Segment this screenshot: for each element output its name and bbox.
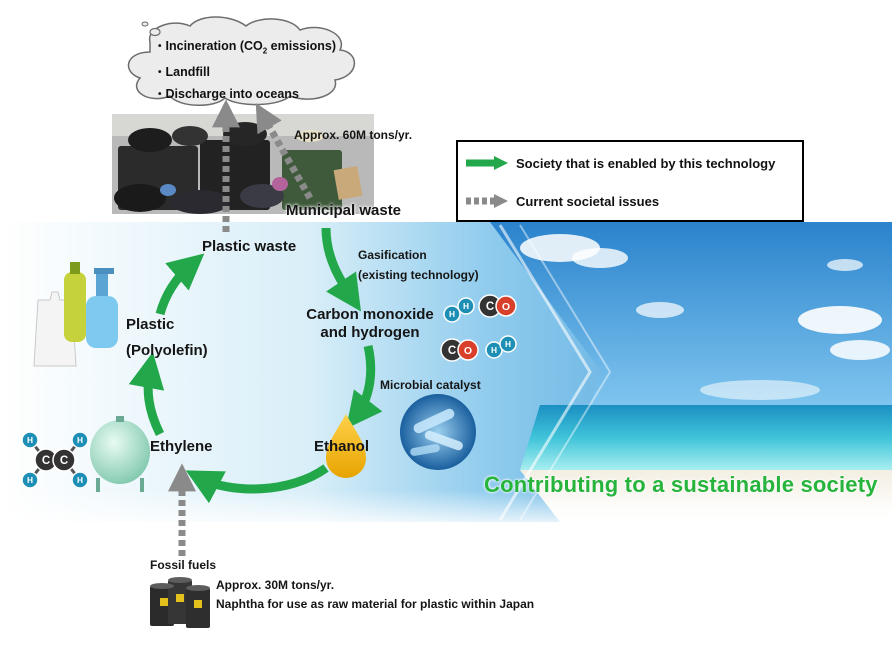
svg-text:H: H <box>449 309 455 319</box>
cycle-arrow-ethylene-to-plastic <box>128 352 165 437</box>
cycle-arrow-gas-to-ethanol <box>346 344 383 429</box>
svg-text:O: O <box>502 301 510 313</box>
issues-list: Incineration (CO2 emissions) Landfill Di… <box>158 36 336 106</box>
legend-enabled-label: Society that is enabled by this technolo… <box>516 155 776 171</box>
municipal-waste-label: Municipal waste <box>286 202 402 219</box>
ethanol-drop-icon <box>326 414 366 478</box>
gray-dashed-arrow-icon <box>466 194 508 208</box>
hydrogen-atom: H <box>21 471 39 489</box>
fossil-amount-label: Approx. 30M tons/yr. <box>216 578 335 592</box>
ethanol-label: Ethanol <box>314 438 369 455</box>
oil-barrels-icon <box>150 577 210 628</box>
fossil-description-label: Naphtha for use as raw material for plas… <box>216 597 535 611</box>
hydrogen-atom: H <box>71 471 89 489</box>
svg-text:C: C <box>448 345 457 357</box>
issue-incineration: Incineration (CO2 emissions) <box>158 36 336 62</box>
hydrogen-atom: H <box>443 305 461 323</box>
hydrogen-atom: H <box>21 431 39 449</box>
svg-text:H: H <box>491 345 497 355</box>
svg-text:C: C <box>60 455 69 467</box>
legend: Society that is enabled by this technolo… <box>456 140 804 222</box>
svg-text:H: H <box>505 339 511 349</box>
fossil-fuels-label: Fossil fuels <box>150 558 217 572</box>
microbial-catalyst-label: Microbial catalyst <box>380 378 481 392</box>
svg-text:H: H <box>27 475 33 485</box>
co-h2-label-line2: and hydrogen <box>320 324 420 341</box>
microbial-catalyst-icon <box>400 394 476 470</box>
svg-text:H: H <box>77 475 83 485</box>
svg-text:C: C <box>42 455 51 467</box>
svg-text:C: C <box>486 301 495 313</box>
legend-issues-label: Current societal issues <box>516 193 660 209</box>
ocean-photo <box>490 222 892 522</box>
gasification-label: Gasification <box>358 248 427 262</box>
svg-text:H: H <box>77 435 83 445</box>
plastic-waste-label: Plastic waste <box>202 238 297 255</box>
legend-row-issues: Current societal issues <box>464 190 659 212</box>
plastic-products-icon <box>33 262 118 367</box>
carbon-atom: C <box>52 448 76 472</box>
chevron-decoration <box>498 224 592 521</box>
hydrogen-atom: H <box>499 335 517 353</box>
ethylene-label: Ethylene <box>150 438 213 455</box>
waste-amount-label: Approx. 60M tons/yr. <box>294 128 413 142</box>
issue-arrow-waste-to-cloud <box>255 103 314 200</box>
tagline: Contributing to a sustainable society <box>484 472 878 497</box>
svg-text:H: H <box>27 435 33 445</box>
legend-row-enabled: Society that is enabled by this technolo… <box>464 152 775 174</box>
hydrogen-atom: H <box>71 431 89 449</box>
plastic-label-line1: Plastic <box>126 316 175 333</box>
cycle-arrow-ethanol-to-ethylene <box>185 464 329 504</box>
cycle-arrow-waste-to-gas <box>321 227 361 312</box>
svg-text:O: O <box>464 345 472 357</box>
issue-ocean-discharge: Discharge into oceans <box>158 84 336 106</box>
hydrogen-atom: H <box>457 297 475 315</box>
issue-landfill: Landfill <box>158 62 336 84</box>
green-arrow-icon <box>466 156 508 170</box>
cycle-arrow-plastic-to-waste <box>155 253 205 316</box>
oxygen-atom: O <box>495 295 517 317</box>
ethylene-tank-icon <box>90 416 150 492</box>
gasification-note-label: (existing technology) <box>358 268 479 282</box>
plastic-label-line2: (Polyolefin) <box>126 342 208 359</box>
oxygen-atom: O <box>457 339 479 361</box>
svg-text:H: H <box>463 301 469 311</box>
waste-photo <box>112 114 374 214</box>
co-h2-label-line1: Carbon monoxide <box>306 306 434 323</box>
